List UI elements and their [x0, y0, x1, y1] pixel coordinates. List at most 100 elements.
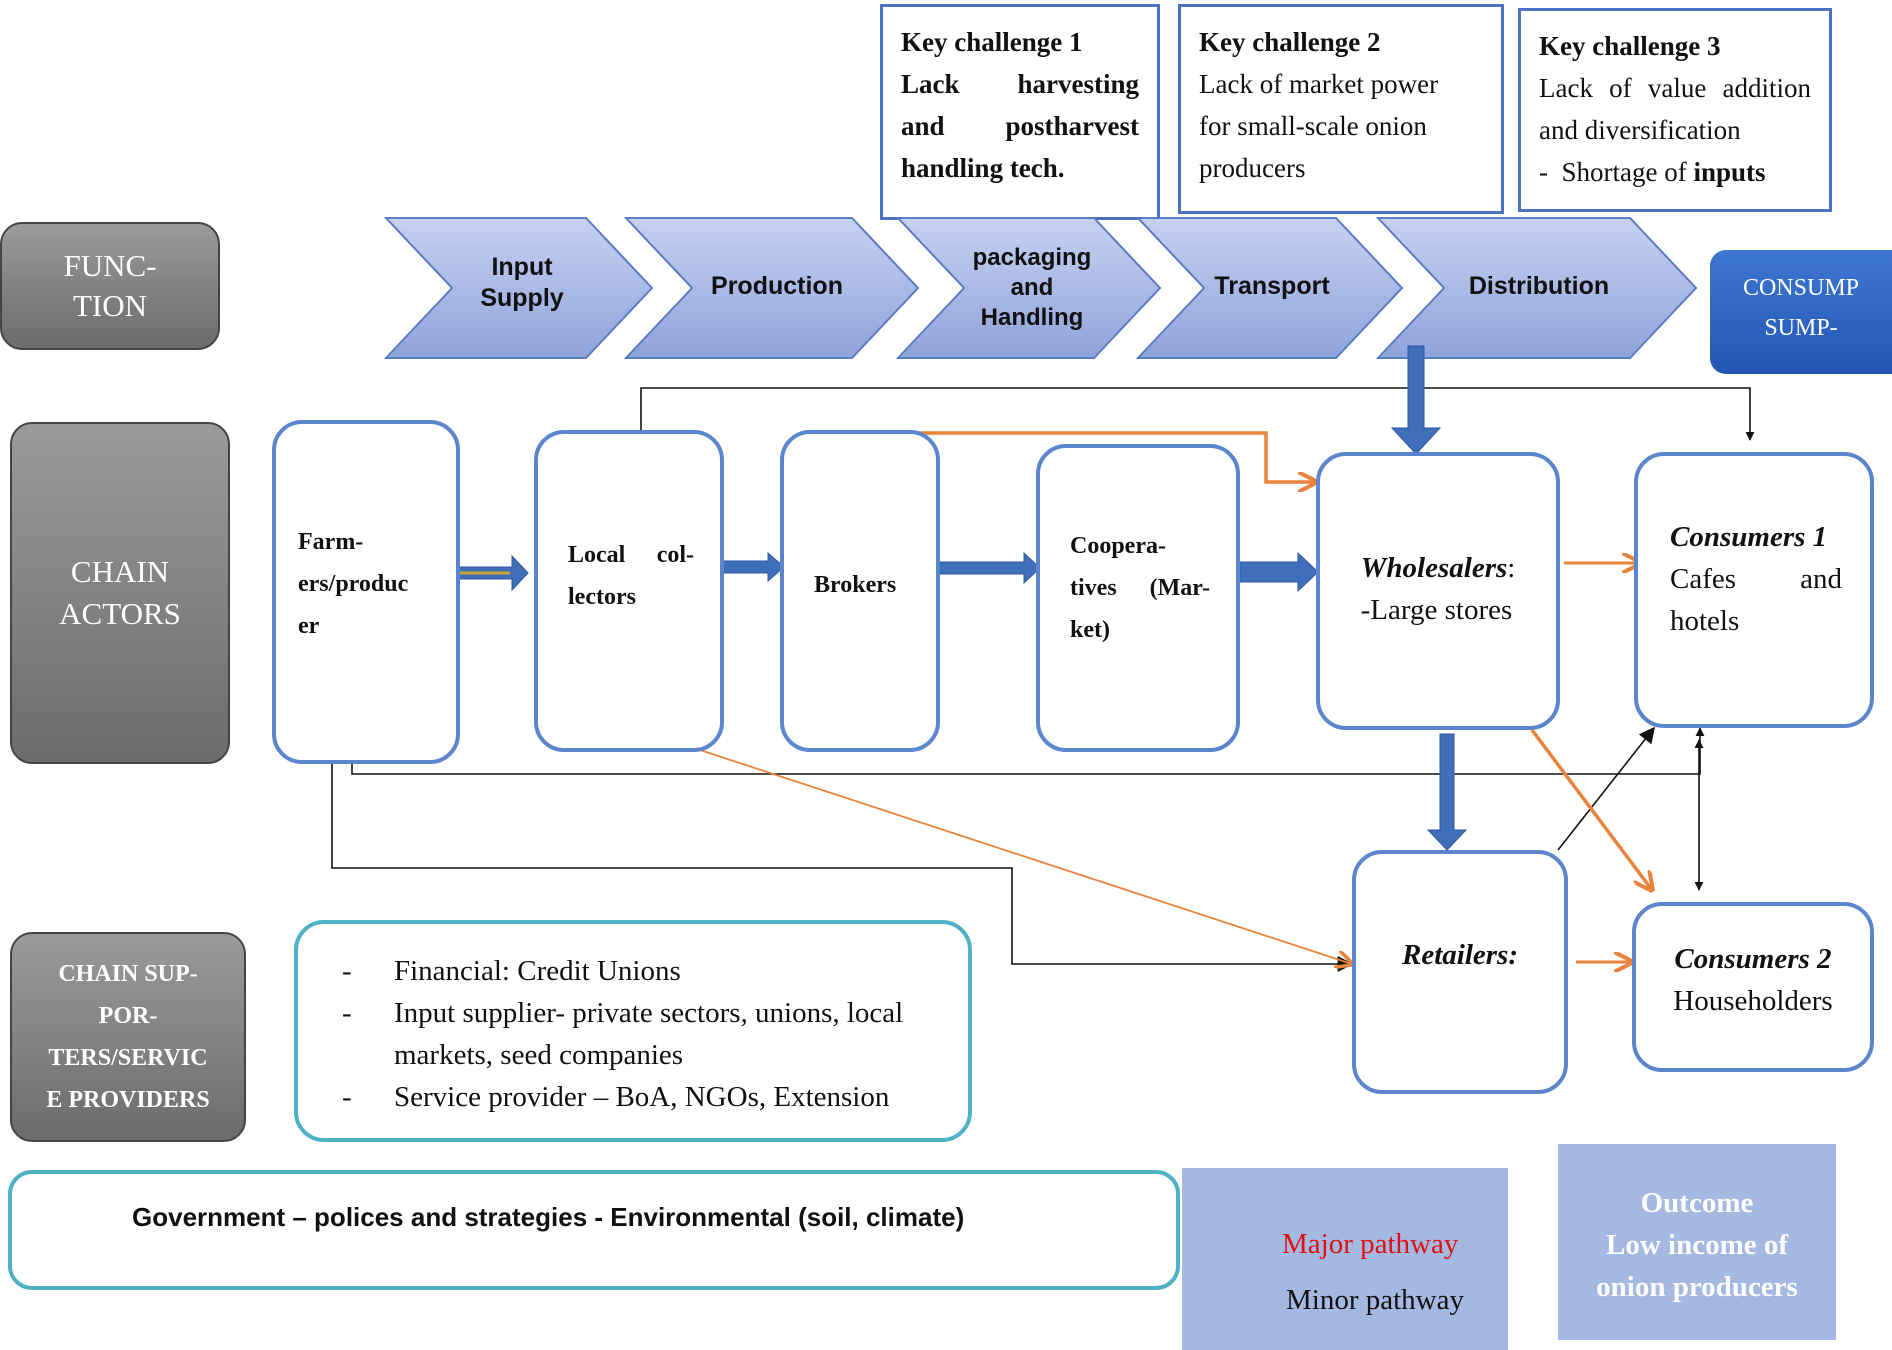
major-wholesalers-to-consumers2 [1530, 728, 1652, 890]
supporter-input-line-1: Input supplier- private sectors, unions,… [394, 997, 904, 1029]
function-transport-line-1: Transport [1214, 272, 1330, 300]
function-packaging: packaging and Handling [964, 243, 1100, 333]
function-chevrons [383, 217, 1698, 359]
consumption-box: CONSUMP SUMP- [1710, 250, 1892, 374]
key-challenge-3-bullet-text: - Shortage of [1539, 157, 1694, 187]
minor-retailers-to-consumers1 [1557, 726, 1655, 851]
supporter-financial-text: Financial: Credit Unions [394, 955, 681, 987]
chain-supporters-label-line-1: CHAIN SUP- [58, 961, 198, 987]
function-input-supply-line-1: Input [491, 253, 553, 281]
wholesalers-colon: : [1507, 552, 1516, 584]
chevron-production [623, 217, 920, 359]
chevron-packaging [895, 217, 1162, 359]
minor-farmers-to-retailers [331, 764, 1354, 972]
blue-arrow-distribution-to-wholesalers [1390, 345, 1442, 455]
function-packaging-line-1: packaging [972, 244, 1092, 271]
key-challenge-2: Key challenge 2 Lack of market power for… [1178, 4, 1504, 214]
function-input-supply-line-2: Supply [480, 284, 564, 312]
key-challenge-3: Key challenge 3 Lack of value addition a… [1518, 8, 1832, 212]
supporter-input-line-2: markets, seed companies [394, 1039, 684, 1071]
key-challenge-3-line-2: and diversification [1539, 115, 1741, 145]
function-transport: Transport [1204, 271, 1340, 302]
minor-local-to-consumers1 [640, 387, 1755, 441]
key-challenge-3-title: Key challenge 3 [1539, 31, 1721, 61]
major-pathways [699, 431, 1652, 1234]
supporter-item-financial: -Financial: Credit Unions [342, 950, 948, 992]
key-challenge-2-title: Key challenge 2 [1199, 27, 1381, 57]
key-challenge-3-line-1: Lack of value addition [1539, 73, 1811, 103]
blue-arrow-brokers-to-coop [939, 551, 1041, 585]
outcome-line-2: Low income of [1605, 1229, 1789, 1261]
function-production: Production [692, 271, 862, 302]
chevron-distribution [1375, 217, 1698, 359]
cooperatives-line-3: ket) [1070, 617, 1110, 643]
legend-box: Major pathway Minor pathway [1182, 1168, 1508, 1350]
key-challenge-2-line-3: producers [1199, 153, 1306, 183]
government-text: Government – polices and strategies - En… [132, 1202, 965, 1232]
key-challenge-1-line-2: and postharvest [901, 111, 1139, 141]
chevron-transport [1135, 217, 1404, 359]
wholesalers-title: Wholesalers [1360, 552, 1508, 584]
blue-arrow-wholesalers-to-retailers [1426, 733, 1468, 851]
blue-arrow-local-to-brokers [719, 551, 785, 583]
actor-retailers: Retailers: [1352, 850, 1568, 1094]
farmers-line-1: Farm- [298, 529, 364, 555]
function-packaging-line-3: Handling [980, 304, 1084, 331]
consumers1-line-2: hotels [1670, 605, 1740, 637]
function-distribution: Distribution [1444, 271, 1634, 302]
outcome-line-3: onion producers [1596, 1271, 1798, 1303]
major-brokers-to-wholesalers [900, 431, 1316, 482]
blue-arrows [455, 345, 1468, 851]
key-challenge-2-line-1: Lack of market power [1199, 69, 1439, 99]
legend-minor-label: Minor pathway [1286, 1284, 1464, 1316]
chain-supporters-label: CHAIN SUP- POR- TERS/SERVIC E PROVIDERS [10, 932, 246, 1142]
farmers-line-2: ers/produc [298, 571, 409, 597]
cooperatives-line-2: tives (Mar- [1070, 575, 1210, 601]
legend-major-label: Major pathway [1282, 1228, 1459, 1260]
consumption-line-1: CONSUMP [1742, 275, 1860, 301]
actor-consumers-1: Consumers 1 Cafes and hotels [1634, 452, 1874, 728]
supporter-item-input: -Input supplier- private sectors, unions… [342, 992, 948, 1076]
local-collectors-line-1: Local col- [568, 542, 694, 568]
major-local-to-retailers [699, 749, 1352, 964]
consumers2-title: Consumers 2 [1674, 943, 1832, 975]
function-label-line-1: FUNC- [63, 248, 157, 283]
actor-local-collectors: Local col- lectors [534, 430, 724, 752]
blue-arrow-coop-to-wholesalers [1239, 551, 1319, 593]
consumers2-sub: Householders [1673, 985, 1833, 1017]
key-challenge-3-bullet-bold: inputs [1693, 157, 1766, 187]
consumption-line-2: SUMP- [1764, 315, 1838, 341]
chain-supporters-label-line-2: POR- [98, 1003, 158, 1029]
actor-farmers: Farm- ers/produc er [272, 420, 460, 764]
supporter-item-service: -Service provider – BoA, NGOs, Extension [342, 1076, 948, 1118]
key-challenge-1-line-3: handling tech. [901, 153, 1065, 183]
function-production-line-1: Production [711, 272, 843, 300]
outcome-box: Outcome Low income of onion producers [1558, 1144, 1836, 1340]
local-collectors-line-2: lectors [568, 584, 636, 610]
actor-brokers: Brokers [780, 430, 940, 752]
brokers-label: Brokers [814, 572, 897, 598]
function-label: FUNC- TION [0, 222, 220, 350]
key-challenge-1-line-1: Lack harvesting [901, 69, 1139, 99]
function-label-line-2: TION [72, 288, 148, 323]
retailers-label: Retailers: [1402, 939, 1518, 971]
chain-supporters-box: -Financial: Credit Unions -Input supplie… [294, 920, 972, 1142]
key-challenge-2-line-2: for small-scale onion [1199, 111, 1427, 141]
consumers1-title: Consumers 1 [1670, 521, 1828, 553]
key-challenge-1: Key challenge 1 Lack harvesting and post… [880, 4, 1160, 220]
farmers-line-3: er [298, 613, 320, 639]
chain-supporters-label-line-3: TERS/SERVIC [48, 1045, 208, 1071]
function-distribution-line-1: Distribution [1468, 272, 1610, 300]
chain-actors-label-line-2: ACTORS [59, 596, 181, 631]
key-challenge-3-bullet: - Shortage of inputs [1539, 151, 1811, 193]
outcome-line-1: Outcome [1640, 1187, 1754, 1219]
function-packaging-line-2: and [1010, 274, 1054, 301]
wholesalers-sub: -Large stores [1360, 594, 1513, 626]
actor-consumers-2: Consumers 2 Householders [1632, 902, 1874, 1072]
government-box: Government – polices and strategies - En… [8, 1170, 1180, 1290]
chevron-input-supply [383, 217, 654, 359]
function-input-supply: Input Supply [452, 252, 592, 314]
chain-supporters-label-line-4: E PROVIDERS [46, 1087, 210, 1113]
minor-pathways [331, 387, 1755, 972]
